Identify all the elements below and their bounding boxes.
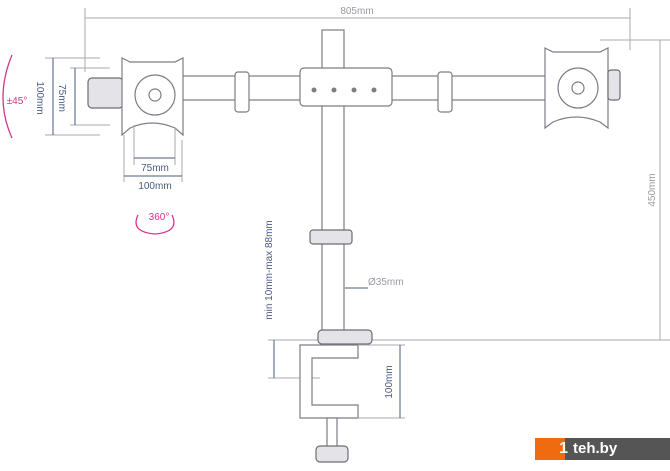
vesa-100-vertical-label: 100mm [34,81,45,114]
c-clamp [299,344,359,419]
pole-diameter-label: Ø35mm [368,277,404,288]
vesa-75-vertical-label: 75mm [56,84,67,112]
center-hub [299,67,393,107]
width-dimension: 805mm [84,6,631,72]
teh-by-logo: 1 teh.by [535,438,670,460]
vesa-75-horizontal-label: 75mm [141,163,169,174]
height-label: 450mm [647,173,658,206]
vesa-vertical-dims: 100mm 75mm [34,57,110,136]
vesa-100-horizontal-label: 100mm [138,181,171,192]
tilt-indicator: ±45° [2,54,28,139]
pole-collar [309,229,353,245]
clamp-depth-dim: 100mm [358,344,405,419]
logo-text: teh.by [565,438,670,460]
clamp-depth-label: 100mm [384,365,395,398]
logo-number: 1 [559,440,568,457]
height-dimension: 450mm [370,39,670,341]
swivel-label: 360° [149,212,170,223]
arm-joint-left [234,71,250,113]
desk-thickness-label: min 10mm-max 88mm [264,220,275,319]
width-label: 805mm [340,6,373,17]
tilt-head-left [87,77,124,109]
swivel-indicator: 360° [135,212,175,235]
vesa-horizontal-dims: 75mm 100mm [123,125,183,192]
arm-joint-right [437,71,453,113]
tilt-label: ±45° [7,96,28,107]
clamp-knob [315,445,349,463]
base-plate [317,329,373,345]
